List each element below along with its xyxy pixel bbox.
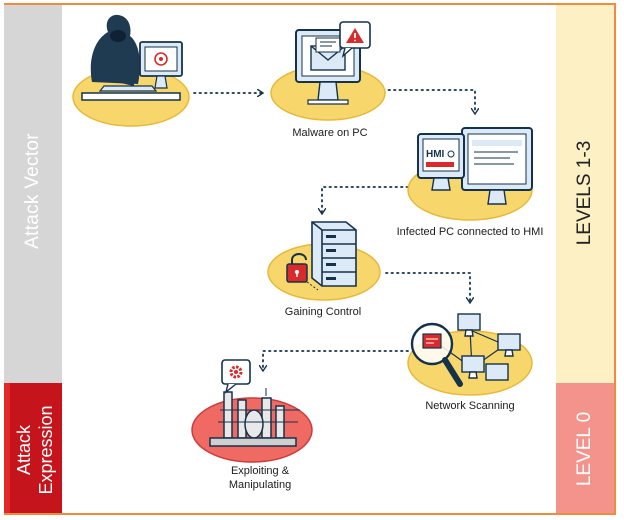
frame-right-line xyxy=(614,3,616,515)
flow-arrows xyxy=(193,89,475,370)
levels-1-3-band xyxy=(556,5,614,383)
arrow-network-to-plant xyxy=(263,350,409,370)
step-caption-malware-on-pc: Malware on PC xyxy=(292,127,368,139)
step-caption-infected-pc-hmi: Infected PC connected to HMI xyxy=(396,226,544,238)
hmi-monitors-icon: HMI xyxy=(407,127,533,221)
frame-top-line xyxy=(4,3,616,5)
attack-vector-band xyxy=(4,5,62,383)
step-caption-exploiting-manipulating: Exploiting & Manipulating xyxy=(228,465,292,491)
frame-bottom-line xyxy=(4,513,616,515)
level-0-band xyxy=(556,383,614,513)
arrow-malware-to-hmi xyxy=(382,89,475,113)
malware-email-monitor-icon xyxy=(270,21,386,121)
hmi-screen-label: HMI xyxy=(426,149,445,160)
server-padlock-icon xyxy=(267,221,381,301)
industrial-plant-icon xyxy=(191,359,313,463)
arrow-server-to-network xyxy=(385,272,470,302)
step-caption-network-scanning: Network Scanning xyxy=(425,400,515,412)
hacker-workstation-icon xyxy=(72,14,190,127)
step-caption-gaining-control: Gaining Control xyxy=(284,306,362,318)
arrow-hmi-to-server xyxy=(322,186,409,213)
network-node-monitors xyxy=(457,313,521,381)
magnifier-network-icon xyxy=(407,313,533,396)
attack-expression-band xyxy=(4,383,62,513)
